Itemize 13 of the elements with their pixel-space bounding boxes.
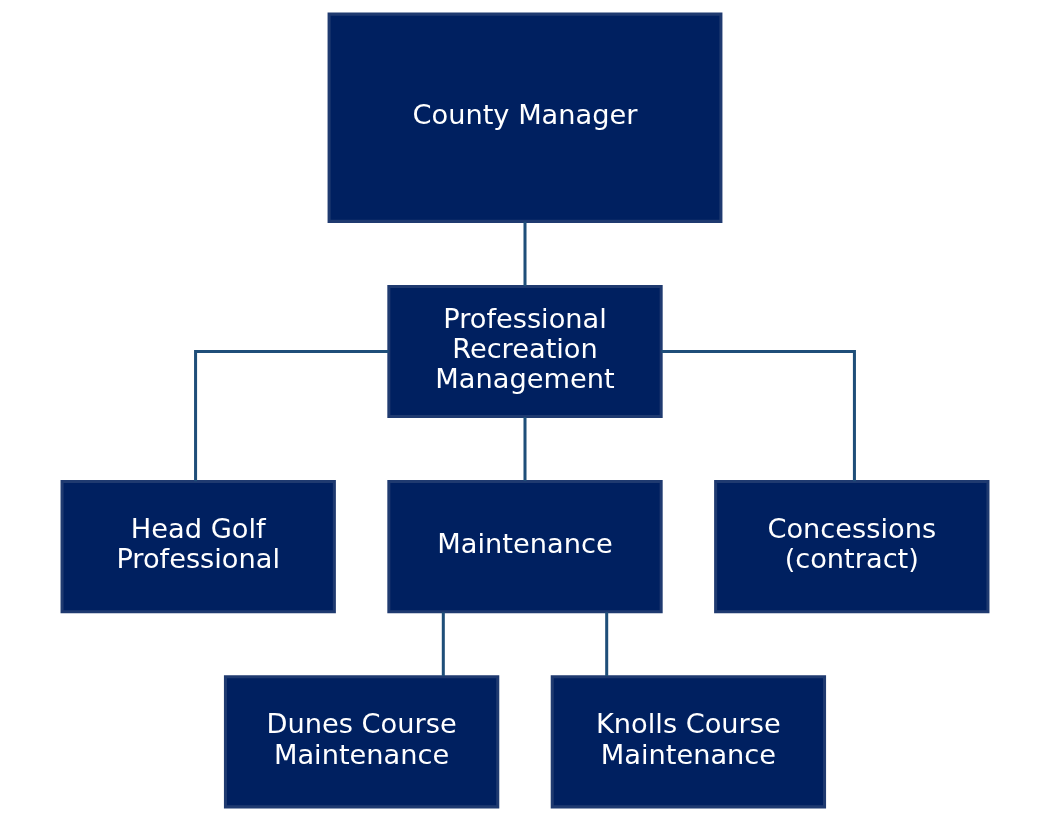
connector [604, 612, 608, 677]
node-box: Dunes Course Maintenance [223, 675, 499, 809]
node-box: Professional Recreation Management [386, 284, 663, 419]
node-box: Knolls Course Maintenance [550, 675, 826, 809]
node-box: Concessions (contract) [713, 480, 989, 614]
connector [193, 350, 389, 482]
node-box: County Manager [327, 12, 722, 223]
connector [523, 417, 526, 481]
node-box: Maintenance [386, 480, 663, 614]
connector [523, 221, 526, 287]
connector [441, 612, 445, 677]
node-box: Head Golf Professional [60, 480, 336, 614]
connector [660, 350, 856, 482]
